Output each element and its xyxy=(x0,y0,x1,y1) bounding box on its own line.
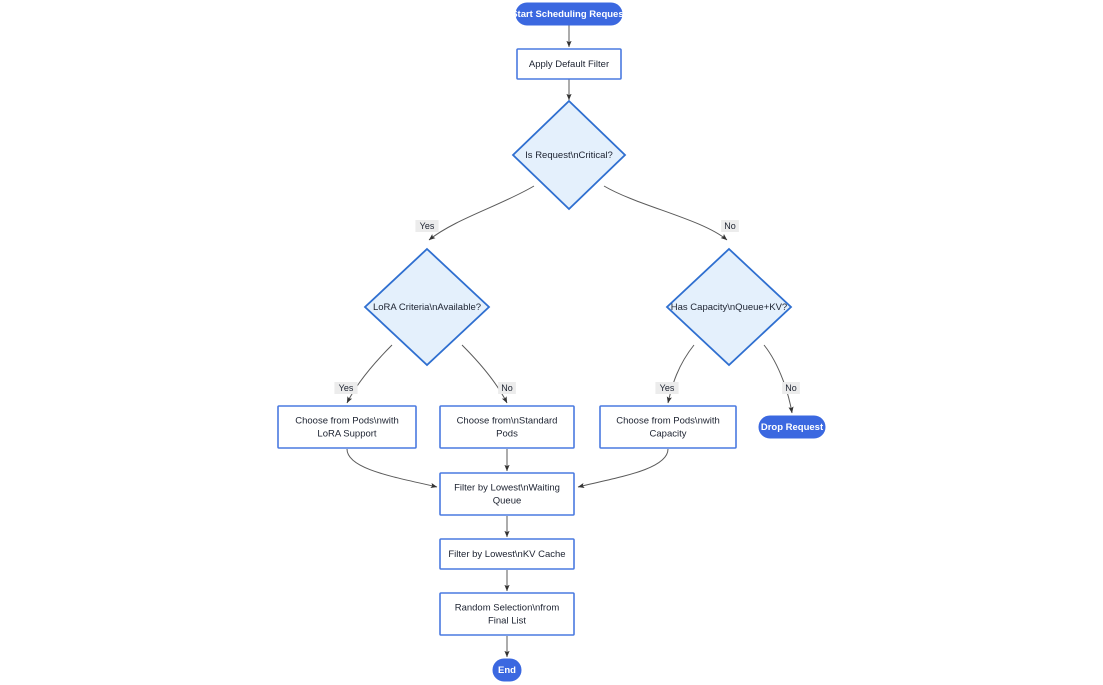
flow-node-has_capacity[interactable]: Has Capacity\nQueue+KV? xyxy=(665,247,793,367)
edge-label-e4: No xyxy=(721,220,739,232)
flow-edge xyxy=(346,344,393,404)
flow-node-drop_request[interactable]: Drop Request xyxy=(758,415,826,439)
flow-edge xyxy=(603,185,728,241)
edge-label-bg xyxy=(334,382,358,394)
node-label: Filter by Lowest\nKV Cache xyxy=(448,549,565,560)
edge-label-text: Yes xyxy=(660,383,675,393)
node-label: Start Scheduling Request xyxy=(511,9,627,20)
edge-label-e8: No xyxy=(782,382,800,394)
node-pill xyxy=(492,658,522,682)
edge-label-e6: No xyxy=(498,382,516,394)
edge-label-bg xyxy=(721,220,739,232)
node-pill xyxy=(515,2,623,26)
edge-label-text: No xyxy=(724,221,736,231)
node-diamond xyxy=(665,247,793,367)
edge-label-e5: Yes xyxy=(334,382,358,394)
flow-node-lora_criteria[interactable]: LoRA Criteria\nAvailable? xyxy=(363,247,491,367)
edge-label-e7: Yes xyxy=(655,382,679,394)
edge-label-text: Yes xyxy=(420,221,435,231)
edge-label-bg xyxy=(498,382,516,394)
node-diamond xyxy=(363,247,491,367)
node-label: Apply Default Filter xyxy=(529,59,609,70)
edge-label-e3: Yes xyxy=(415,220,439,232)
node-box xyxy=(599,405,737,449)
flow-node-is_critical[interactable]: Is Request\nCritical? xyxy=(511,99,627,211)
node-pill xyxy=(758,415,826,439)
edge-label-text: Yes xyxy=(339,383,354,393)
flow-node-filter_kv[interactable]: Filter by Lowest\nKV Cache xyxy=(439,538,575,570)
node-diamond xyxy=(511,99,627,211)
edge-label-bg xyxy=(655,382,679,394)
flow-node-end[interactable]: End xyxy=(492,658,522,682)
flow-edge xyxy=(428,185,535,241)
flow-node-apply_filter[interactable]: Apply Default Filter xyxy=(516,48,622,80)
flow-edge xyxy=(763,344,794,414)
edges-layer xyxy=(346,25,794,658)
flow-edge xyxy=(577,448,669,489)
edge-label-bg xyxy=(415,220,439,232)
node-box xyxy=(439,592,575,636)
edge-label-text: No xyxy=(501,383,513,393)
node-box xyxy=(439,405,575,449)
node-label: Is Request\nCritical? xyxy=(525,150,613,161)
node-label: Drop Request xyxy=(761,422,824,433)
flow-edge xyxy=(346,448,438,489)
flow-node-start[interactable]: Start Scheduling Request xyxy=(511,2,628,26)
edge-label-text: No xyxy=(785,383,797,393)
flow-edge xyxy=(461,344,508,404)
node-box xyxy=(439,538,575,570)
node-box xyxy=(277,405,417,449)
node-label: LoRA Criteria\nAvailable? xyxy=(373,302,481,313)
edge-label-bg xyxy=(782,382,800,394)
node-label: End xyxy=(498,665,516,676)
node-label: Has Capacity\nQueue+KV? xyxy=(671,302,787,313)
flow-edge xyxy=(666,344,695,404)
node-box xyxy=(516,48,622,80)
node-box xyxy=(439,472,575,516)
